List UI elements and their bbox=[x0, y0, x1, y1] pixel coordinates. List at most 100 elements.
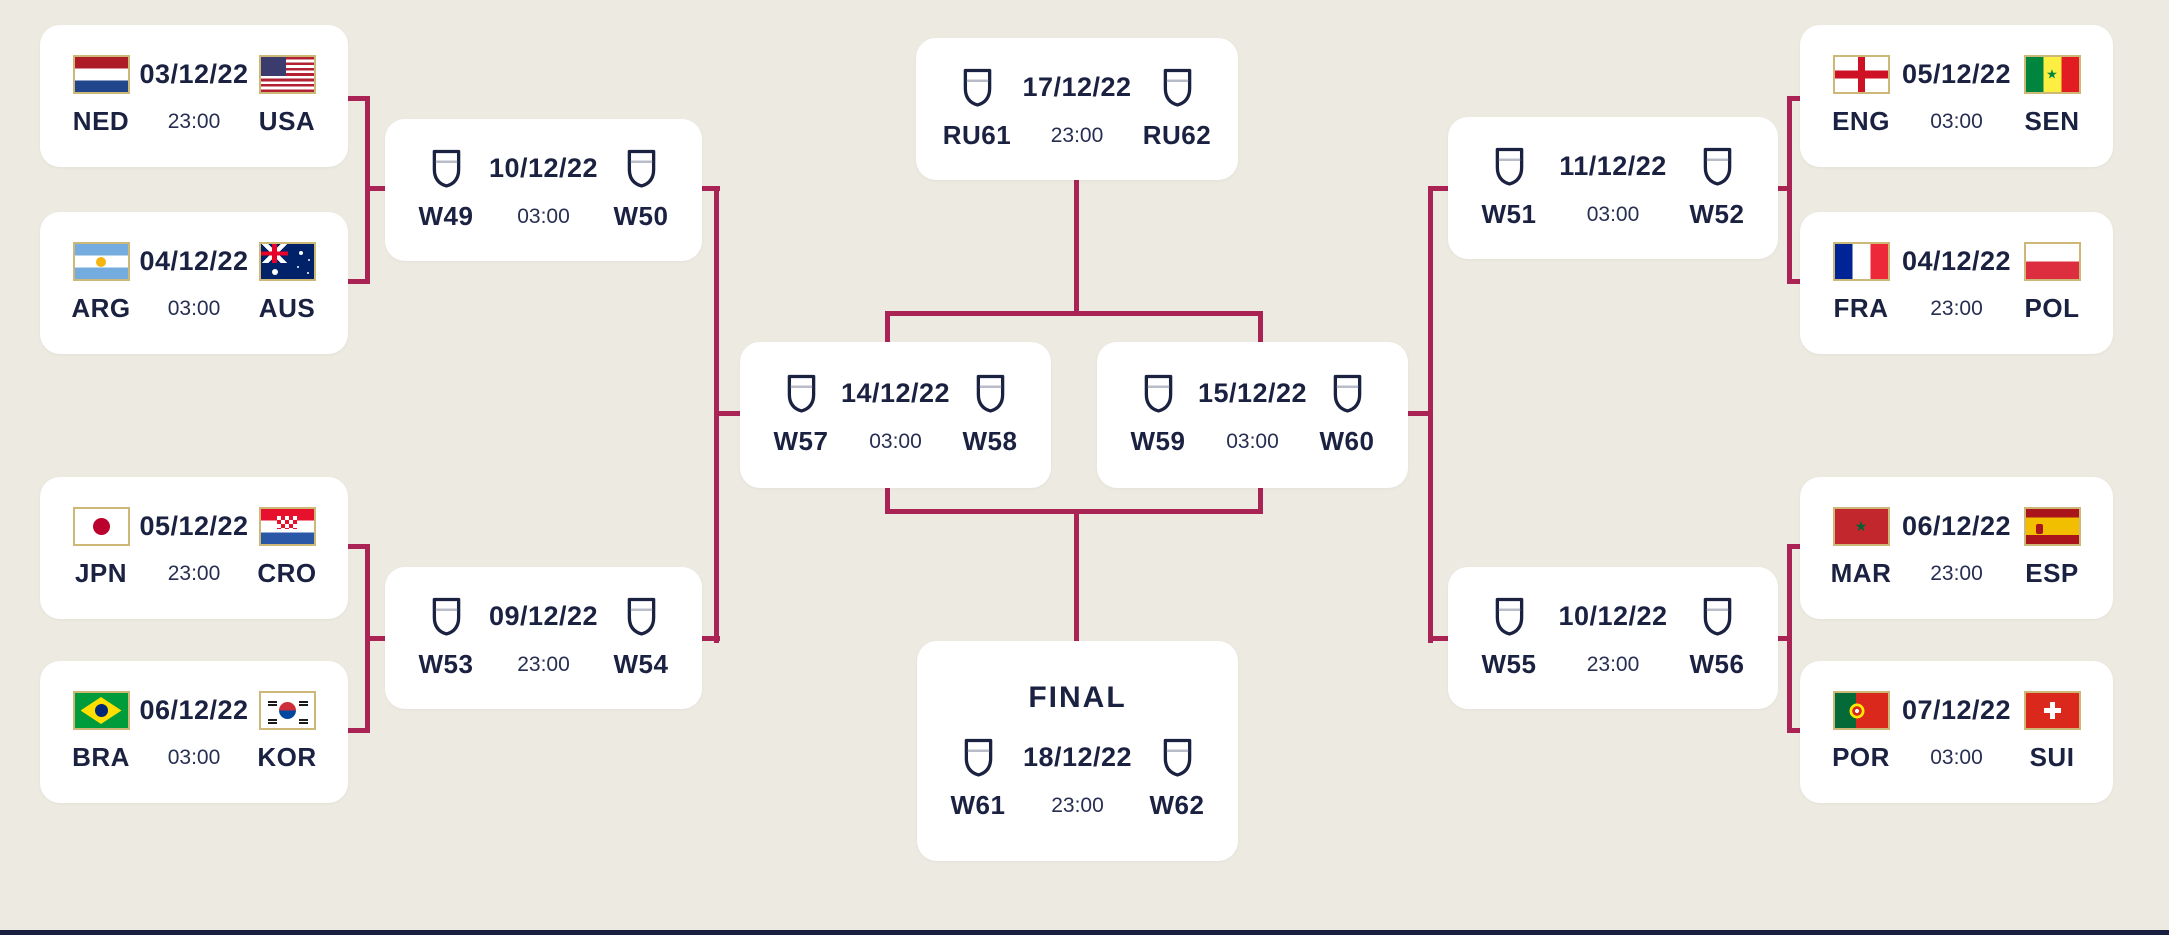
match-card-eng-sen[interactable]: 05/12/22 ENG 03:00 SEN bbox=[1800, 25, 2113, 167]
shield-icon bbox=[625, 596, 658, 637]
match-card-por-sui[interactable]: 07/12/22 POR 03:00 SUI bbox=[1800, 661, 2113, 803]
match-date: 05/12/22 bbox=[1901, 59, 2012, 89]
match-date: 05/12/22 bbox=[139, 511, 249, 541]
away-team-code: KOR bbox=[257, 742, 317, 772]
match-card-w49-w50[interactable]: 10/12/22 W49 03:00 W50 bbox=[385, 119, 702, 261]
connector-line bbox=[714, 411, 742, 416]
match-card-mar-esp[interactable]: 06/12/22 MAR 23:00 ESP bbox=[1800, 477, 2113, 619]
flag-kor-icon bbox=[258, 691, 316, 730]
match-date: 07/12/22 bbox=[1901, 695, 2012, 725]
connector-line bbox=[1787, 96, 1792, 284]
away-team-code: USA bbox=[258, 106, 316, 136]
match-time: 23:00 bbox=[1930, 561, 1983, 585]
home-team-code: POR bbox=[1832, 742, 1890, 772]
match-card-third-place[interactable]: 17/12/22 RU61 23:00 RU62 bbox=[916, 38, 1238, 180]
flag-sui-icon bbox=[2023, 691, 2081, 730]
match-date: 09/12/22 bbox=[488, 601, 599, 631]
flag-eng-icon bbox=[1832, 55, 1890, 94]
connector-line bbox=[700, 636, 720, 641]
match-time: 03:00 bbox=[1930, 745, 1983, 769]
match-date: 06/12/22 bbox=[1901, 511, 2012, 541]
match-time: 03:00 bbox=[1930, 109, 1983, 133]
match-time: 03:00 bbox=[869, 429, 922, 453]
home-team-code: W59 bbox=[1130, 426, 1186, 456]
flag-ned-icon bbox=[72, 55, 130, 94]
match-date: 15/12/22 bbox=[1197, 378, 1308, 408]
home-team-code: W61 bbox=[950, 790, 1006, 820]
match-card-arg-aus[interactable]: 04/12/22 ARG 03:00 AUS bbox=[40, 212, 348, 354]
home-team-code: W51 bbox=[1481, 199, 1537, 229]
away-team-code: RU62 bbox=[1142, 120, 1212, 150]
connector-line bbox=[1776, 636, 1792, 641]
away-team-code: ESP bbox=[2025, 558, 2079, 588]
shield-icon bbox=[1142, 373, 1175, 414]
home-team-code: MAR bbox=[1830, 558, 1892, 588]
connector-line bbox=[1787, 728, 1802, 733]
connector-line bbox=[1428, 186, 1450, 191]
connector-line bbox=[1776, 186, 1792, 191]
connector-line bbox=[1787, 279, 1802, 284]
flag-mar-icon bbox=[1832, 507, 1890, 546]
connector-line bbox=[1074, 180, 1079, 315]
connector-line bbox=[348, 544, 370, 549]
connector-line bbox=[348, 728, 370, 733]
match-time: 23:00 bbox=[167, 561, 221, 585]
match-card-final[interactable]: FINAL 18/12/22 W61 23:00 W62 bbox=[917, 641, 1238, 861]
match-date: 11/12/22 bbox=[1559, 151, 1667, 181]
shield-icon bbox=[625, 148, 658, 189]
match-date: 06/12/22 bbox=[139, 695, 249, 725]
away-team-code: W54 bbox=[613, 649, 669, 679]
match-time: 23:00 bbox=[1586, 652, 1640, 676]
home-team-code: RU61 bbox=[942, 120, 1012, 150]
flag-sen-icon bbox=[2023, 55, 2081, 94]
flag-por-icon bbox=[1832, 691, 1890, 730]
match-date: 04/12/22 bbox=[139, 246, 249, 276]
match-time: 03:00 bbox=[167, 745, 221, 769]
connector-line bbox=[700, 186, 720, 191]
away-team-code: AUS bbox=[258, 293, 316, 323]
connector-line bbox=[1074, 509, 1079, 643]
shield-icon bbox=[1161, 737, 1194, 778]
flag-jpn-icon bbox=[72, 507, 130, 546]
shield-icon bbox=[1493, 596, 1526, 637]
shield-icon bbox=[430, 148, 463, 189]
home-team-code: FRA bbox=[1833, 293, 1889, 323]
home-team-code: W53 bbox=[418, 649, 474, 679]
away-team-code: W62 bbox=[1149, 790, 1205, 820]
flag-aus-icon bbox=[258, 242, 316, 281]
match-card-w55-w56[interactable]: 10/12/22 W55 23:00 W56 bbox=[1448, 567, 1778, 709]
away-team-code: POL bbox=[2024, 293, 2080, 323]
match-card-w57-w58[interactable]: 14/12/22 W57 03:00 W58 bbox=[740, 342, 1051, 488]
shield-icon bbox=[1161, 67, 1194, 108]
match-card-w59-w60[interactable]: 15/12/22 W59 03:00 W60 bbox=[1097, 342, 1408, 488]
away-team-code: SEN bbox=[2024, 106, 2080, 136]
match-card-ned-usa[interactable]: 03/12/22 NED 23:00 USA bbox=[40, 25, 348, 167]
footer-bar bbox=[0, 930, 2169, 935]
match-date: 03/12/22 bbox=[139, 59, 249, 89]
match-time: 23:00 bbox=[167, 109, 221, 133]
away-team-code: W52 bbox=[1689, 199, 1745, 229]
away-team-code: W50 bbox=[613, 201, 669, 231]
away-team-code: SUI bbox=[2029, 742, 2075, 772]
flag-fra-icon bbox=[1832, 242, 1890, 281]
match-date: 10/12/22 bbox=[488, 153, 599, 183]
shield-icon bbox=[1701, 596, 1734, 637]
shield-icon bbox=[430, 596, 463, 637]
shield-icon bbox=[1331, 373, 1364, 414]
match-card-w51-w52[interactable]: 11/12/22 W51 03:00 W52 bbox=[1448, 117, 1778, 259]
connector-line bbox=[1787, 544, 1802, 549]
match-date: 10/12/22 bbox=[1558, 601, 1668, 631]
flag-cro-icon bbox=[258, 507, 316, 546]
match-card-bra-kor[interactable]: 06/12/22 BRA 03:00 KOR bbox=[40, 661, 348, 803]
connector-line bbox=[885, 311, 1263, 316]
match-time: 03:00 bbox=[517, 204, 570, 228]
shield-icon bbox=[1493, 146, 1526, 187]
connector-line bbox=[1405, 411, 1433, 416]
match-time: 23:00 bbox=[1050, 123, 1104, 147]
match-card-w53-w54[interactable]: 09/12/22 W53 23:00 W54 bbox=[385, 567, 702, 709]
match-card-jpn-cro[interactable]: 05/12/22 JPN 23:00 CRO bbox=[40, 477, 348, 619]
match-card-fra-pol[interactable]: 04/12/22 FRA 23:00 POL bbox=[1800, 212, 2113, 354]
home-team-code: W57 bbox=[773, 426, 829, 456]
match-date: 18/12/22 bbox=[1022, 742, 1133, 772]
